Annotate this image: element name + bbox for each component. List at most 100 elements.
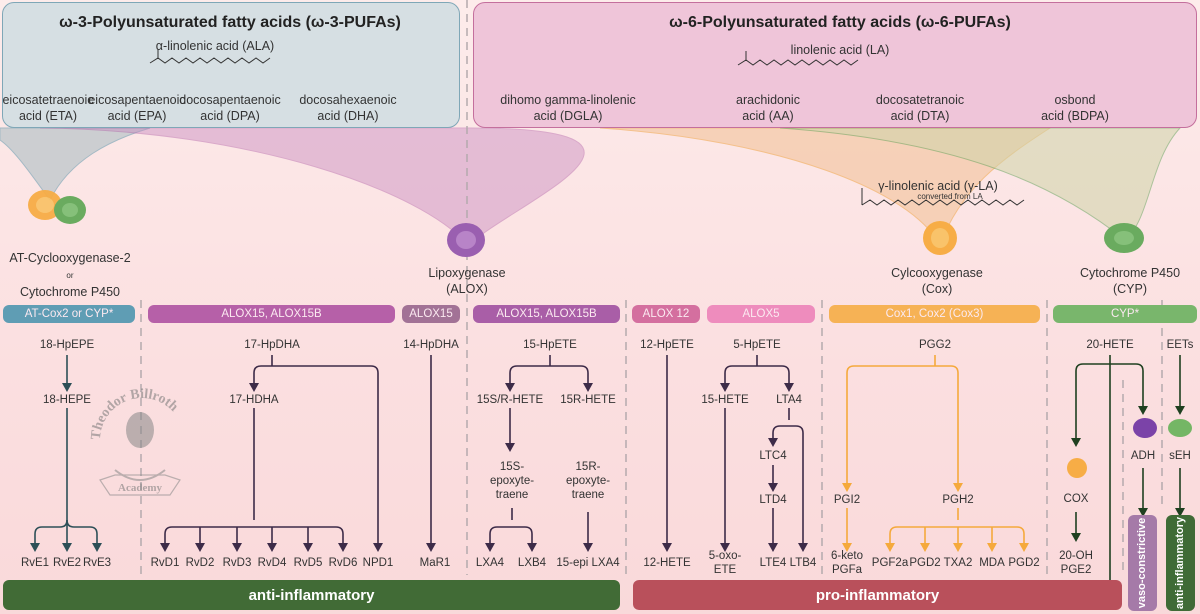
cyp-enzyme-icon — [1104, 223, 1144, 253]
omega6-title: ω-6-Polyunsaturated fatty acids (ω-6-PUF… — [669, 14, 1011, 31]
node-rve1: RvE1 — [20, 557, 50, 569]
node-rve2: RvE2 — [52, 557, 82, 569]
enzyme-bar-alox15: ALOX15 — [402, 305, 460, 323]
la-label: linolenic acid (LA) — [790, 43, 890, 57]
node-15s-epoxytetraene: 15S-epoxyte-traene — [489, 461, 535, 501]
node-15r-epoxytetraene: 15R-epoxyte-traene — [565, 461, 611, 501]
omega3-title: ω-3-Polyunsaturated fatty acids (ω-3-PUF… — [59, 14, 401, 31]
node-15-hete: 15-HETE — [701, 394, 749, 406]
node-cox: COX — [1063, 493, 1089, 505]
node-eets: EETs — [1166, 339, 1194, 351]
node-ltb4: LTB4 — [789, 557, 817, 569]
ala-label: α-linolenic acid (ALA) — [155, 39, 275, 53]
anti-inflammatory-bar: anti-inflammatory — [3, 580, 620, 610]
node-mda: MDA — [979, 557, 1005, 569]
alox-arrows — [164, 355, 804, 545]
cyp-arrows — [1075, 355, 1181, 598]
ala-structure — [149, 49, 271, 64]
anti-inflammatory-vertical-bar: anti-inflammatory — [1166, 515, 1195, 611]
node-rvd6: RvD6 — [328, 557, 358, 569]
node-18-hpepe: 18-HpEPE — [39, 339, 95, 351]
node-pgd2: PGD2 — [909, 557, 941, 569]
gla-structure — [861, 188, 1025, 206]
node-rvd3: RvD3 — [222, 557, 252, 569]
node-pgh2: PGH2 — [942, 494, 974, 506]
node-pgf2a: PGF2a — [871, 557, 909, 569]
node-18-hepe: 18-HEPE — [43, 394, 91, 406]
la-structure — [737, 51, 859, 66]
green-funnel — [779, 127, 1182, 241]
node-lxa4: LXA4 — [475, 557, 505, 569]
separators — [140, 0, 1163, 575]
enzyme-bar-cox: Cox1, Cox2 (Cox3) — [829, 305, 1040, 323]
node-rve3: RvE3 — [82, 557, 112, 569]
cyp-class-label: Cytochrome P450(CYP) — [1079, 266, 1181, 296]
node-txa2: TXA2 — [943, 557, 973, 569]
node-20-hete: 20-HETE — [1086, 339, 1134, 351]
adh-icon — [1133, 418, 1157, 438]
pro-inflammatory-bar: pro-inflammatory — [633, 580, 1122, 610]
node-rvd5: RvD5 — [293, 557, 323, 569]
node-rvd1: RvD1 — [150, 557, 180, 569]
cox-small-icon — [1067, 458, 1087, 478]
node-ltc4: LTC4 — [759, 450, 787, 462]
node-pgi2: PGI2 — [833, 494, 861, 506]
node-12-hpete: 12-HpETE — [640, 339, 694, 351]
node-rvd2: RvD2 — [185, 557, 215, 569]
enzyme-bar-alox15-aa: ALOX15, ALOX15B — [473, 305, 620, 323]
node-pgg2: PGG2 — [919, 339, 951, 351]
cox-enzyme-icon — [28, 190, 62, 220]
node-12-hete: 12-HETE — [643, 557, 691, 569]
enzyme-bar-cyp: CYP* — [1053, 305, 1197, 323]
node-pgd2-2: PGD2 — [1008, 557, 1040, 569]
omega6-box — [473, 2, 1197, 128]
enzyme-bar-atcox: AT-Cox2 or CYP* — [3, 305, 135, 323]
node-adh: ADH — [1130, 450, 1156, 462]
cyp-enzyme-icon — [54, 196, 86, 224]
node-rvd4: RvD4 — [257, 557, 287, 569]
node-14-hpdha: 14-HpDHA — [403, 339, 459, 351]
vaso-constrictive-bar: vaso-constrictive — [1128, 515, 1157, 611]
node-ltd4: LTD4 — [759, 494, 787, 506]
node-15r-hete: 15R-HETE — [560, 394, 616, 406]
node-17-hdha: 17-HDHA — [229, 394, 279, 406]
cox-enzyme-icon — [923, 221, 957, 255]
alox-enzyme-icon — [447, 223, 485, 257]
cox-class-label: Cylcooxygenase(Cox) — [891, 266, 983, 296]
enzyme-bar-alox15-dha: ALOX15, ALOX15B — [148, 305, 395, 323]
node-5-hpete: 5-HpETE — [733, 339, 781, 351]
enzyme-bar-alox12: ALOX 12 — [632, 305, 700, 323]
gla-note: converted from LA — [917, 192, 983, 201]
arrowheads — [30, 383, 1185, 605]
node-mar1: MaR1 — [419, 557, 451, 569]
node-lte4: LTE4 — [759, 557, 787, 569]
enzyme-bar-alox5: ALOX5 — [707, 305, 815, 323]
node-15sr-hete: 15S/R-HETE — [476, 394, 544, 406]
gla-label: γ-linolenic acid (γ-LA) — [878, 179, 998, 193]
svg-text:Academy: Academy — [118, 482, 162, 494]
node-15-epi-lxa4: 15-epi LXA4 — [556, 557, 620, 569]
node-lta4: LTA4 — [776, 394, 802, 406]
omega3-box — [2, 2, 460, 128]
alox-class-label: Lipoxygenase(ALOX) — [428, 266, 506, 296]
node-seh: sEH — [1169, 450, 1191, 462]
node-5-oxo-ete: 5-oxo-ETE — [708, 550, 742, 576]
node-lxb4: LXB4 — [517, 557, 547, 569]
cox-arrows — [846, 355, 1025, 545]
node-17-hpdha: 17-HpDHA — [244, 339, 300, 351]
